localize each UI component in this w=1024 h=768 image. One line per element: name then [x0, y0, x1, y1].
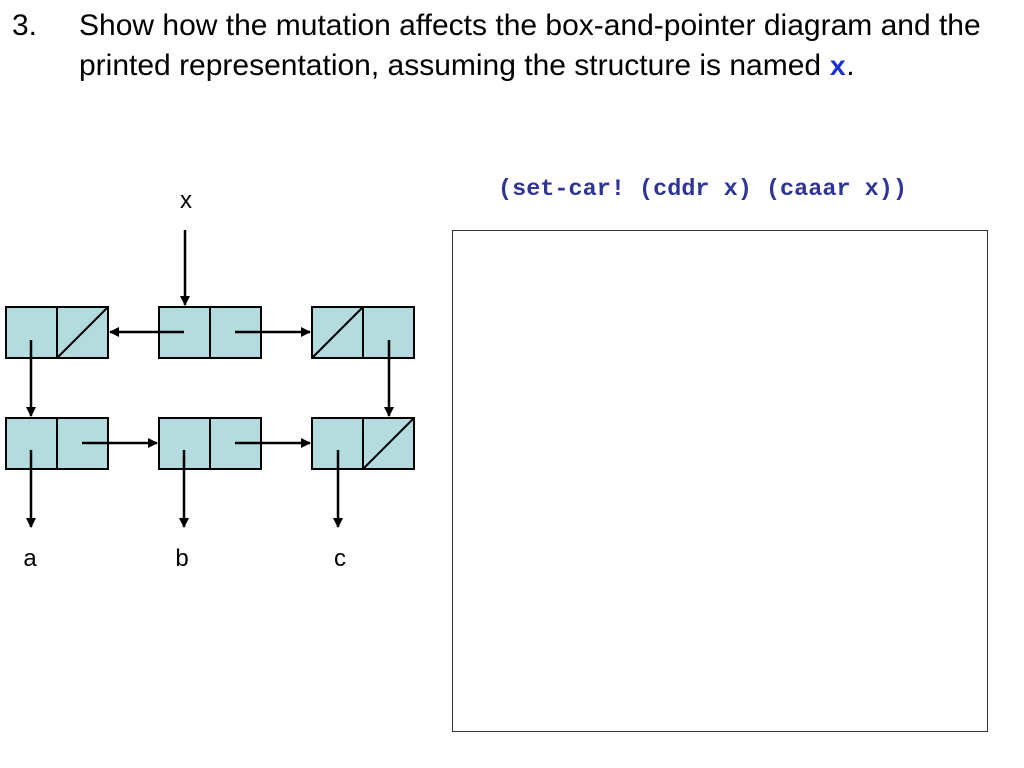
mutation-expression: (set-car! (cddr x) (caaar x)) — [498, 176, 907, 203]
answer-box[interactable] — [452, 230, 988, 732]
cons-cell — [311, 306, 415, 359]
pointer-label-x: x — [180, 187, 192, 214]
question-text: Show how the mutation affects the box-an… — [79, 6, 1014, 89]
question-variable: x — [829, 53, 847, 84]
atom-label-b: b — [175, 545, 188, 572]
atom-label-c: c — [334, 545, 346, 572]
nil-slash — [311, 306, 364, 359]
question-text-end: . — [846, 49, 855, 82]
question-text-main: Show how the mutation affects the box-an… — [79, 9, 981, 82]
atom-label-a: a — [23, 545, 37, 572]
cons-cell — [5, 306, 109, 359]
cons-cell — [311, 417, 415, 470]
nil-slash — [362, 417, 415, 470]
question-number: 3. — [12, 9, 38, 42]
nil-slash — [56, 306, 109, 359]
box-and-pointer-diagram: x a b c — [5, 187, 415, 572]
